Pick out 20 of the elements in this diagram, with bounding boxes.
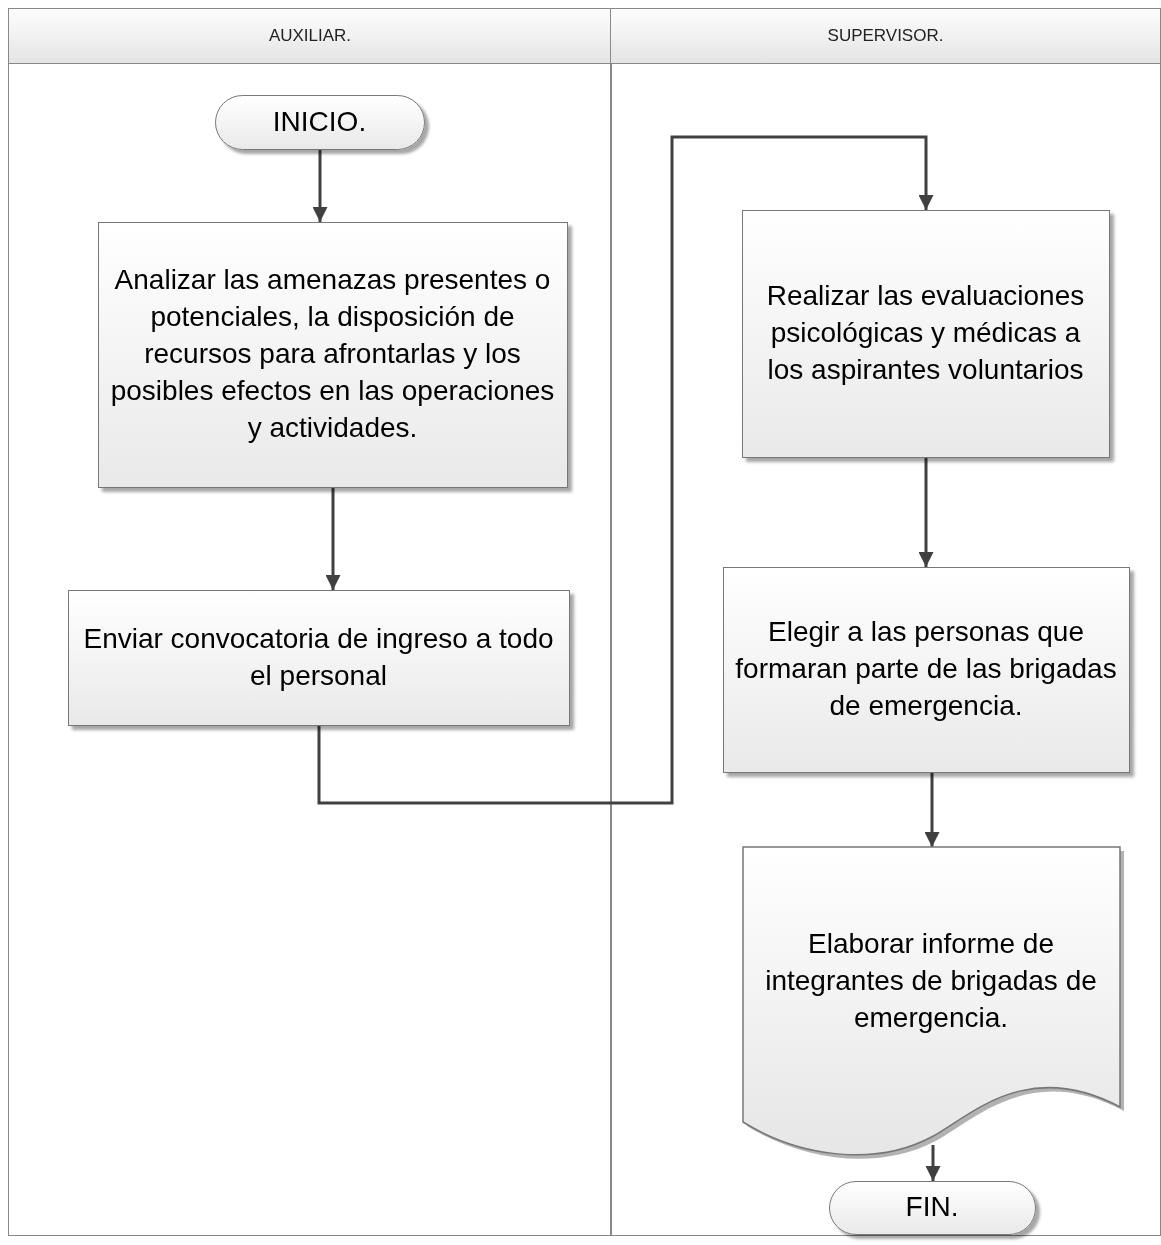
terminal-shape bbox=[828, 1180, 1036, 1235]
arrow bbox=[317, 135, 934, 805]
arrow bbox=[918, 458, 934, 567]
process-box bbox=[741, 209, 1110, 458]
arrow bbox=[924, 773, 940, 847]
terminal-shape bbox=[214, 94, 425, 150]
arrow bbox=[312, 150, 328, 222]
node-label: Realizar las evaluaciones psicológicas y médicas a los aspirantes voluntarios bbox=[765, 279, 1086, 387]
process-box bbox=[97, 221, 568, 488]
node-label: INICIO. bbox=[272, 104, 367, 139]
lane-header: SUPERVISOR. bbox=[611, 9, 1160, 64]
node-label: Enviar convocatoria de ingreso a todo el personal bbox=[82, 621, 555, 693]
arrow bbox=[325, 488, 341, 590]
process-box bbox=[67, 589, 570, 726]
node-label: Analizar las amenazas presentes o potenciales, la disposición de recursos para afrontarlas y los posibles efectos en las operaciones y actividades. bbox=[109, 263, 556, 445]
lane-header: AUXILIAR. bbox=[9, 9, 611, 64]
swimlane bbox=[8, 8, 612, 1236]
node-label: Elegir a las personas que formaran parte de las brigadas de emergencia. bbox=[734, 615, 1118, 723]
process-box bbox=[722, 566, 1130, 773]
node-label: FIN. bbox=[905, 1190, 959, 1224]
